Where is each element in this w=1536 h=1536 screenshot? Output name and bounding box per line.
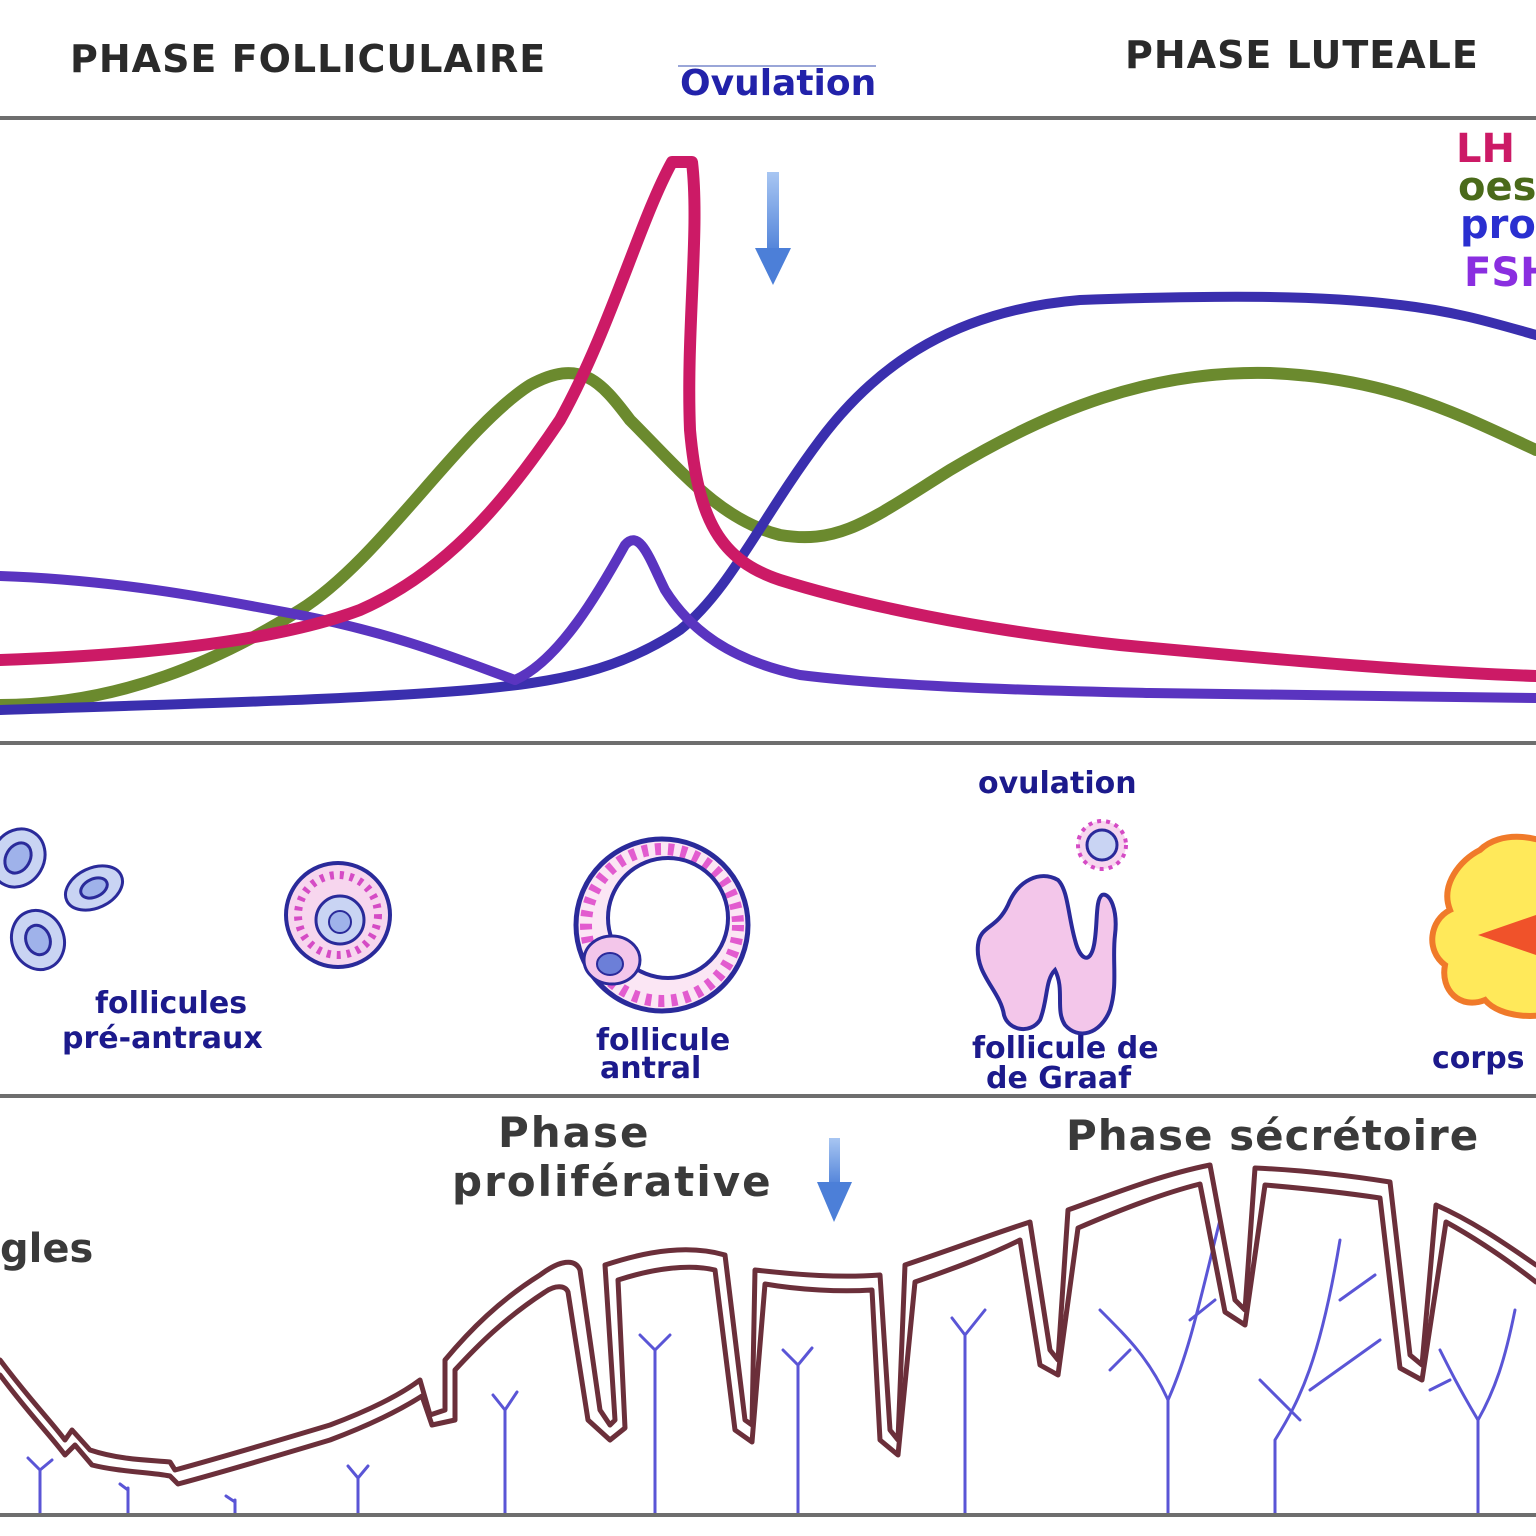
phase-follicular-label: PHASE FOLLICULAIRE <box>70 37 546 81</box>
legend-fsh: FSH <box>1464 250 1536 296</box>
endometrium-outer-line <box>0 1162 1536 1473</box>
antral-label-line2: antral <box>600 1051 701 1086</box>
proliferative-phase-line1: Phase <box>498 1108 651 1157</box>
uterus-ovulation-arrow-icon <box>817 1138 852 1222</box>
antral-label-line1: follicule <box>596 1023 730 1058</box>
fsh-curve <box>0 535 1536 703</box>
secretory-phase-label: Phase sécrétoire <box>1066 1111 1479 1160</box>
antral-follicle <box>573 836 751 1014</box>
preantral-follicle <box>284 861 392 969</box>
oestrogen-curve <box>0 366 1536 711</box>
legend-lh: LH <box>1456 126 1515 172</box>
ruptured-graafian-follicle <box>975 874 1118 1036</box>
graaf-label-line2: de Graaf <box>986 1061 1132 1096</box>
preantral-label-line1: follicules <box>95 986 247 1021</box>
primordial-follicles <box>0 827 124 972</box>
ovary-ovulation-label: ovulation <box>978 766 1137 801</box>
phase-luteal-label: PHASE LUTEALE <box>1125 33 1479 77</box>
ovulation-arrow-icon <box>755 172 791 285</box>
graaf-label-line1: follicule de <box>972 1031 1159 1066</box>
uterine-glands <box>26 1218 1517 1517</box>
corpus-luteum <box>1429 833 1536 1019</box>
proliferative-phase-line2: proliférative <box>452 1157 773 1206</box>
ovulation-label: Ovulation <box>680 63 876 104</box>
legend-oestrogen: oes <box>1458 164 1536 210</box>
hormone-legend: LH oes pro FSH <box>1456 126 1536 296</box>
released-oocyte <box>1076 819 1128 871</box>
legend-progesterone: pro <box>1460 202 1536 248</box>
corpus-label: corps <box>1432 1041 1525 1076</box>
lh-curve <box>0 156 1536 682</box>
uterus-menses-label-fragment: gles <box>0 1226 93 1272</box>
endometrium-inner-line <box>0 1181 1536 1487</box>
endometrium <box>0 1162 1536 1487</box>
hormone-curves <box>0 156 1536 715</box>
progesterone-curve <box>0 291 1536 715</box>
preantral-label-line2: pré-antraux <box>62 1021 263 1056</box>
